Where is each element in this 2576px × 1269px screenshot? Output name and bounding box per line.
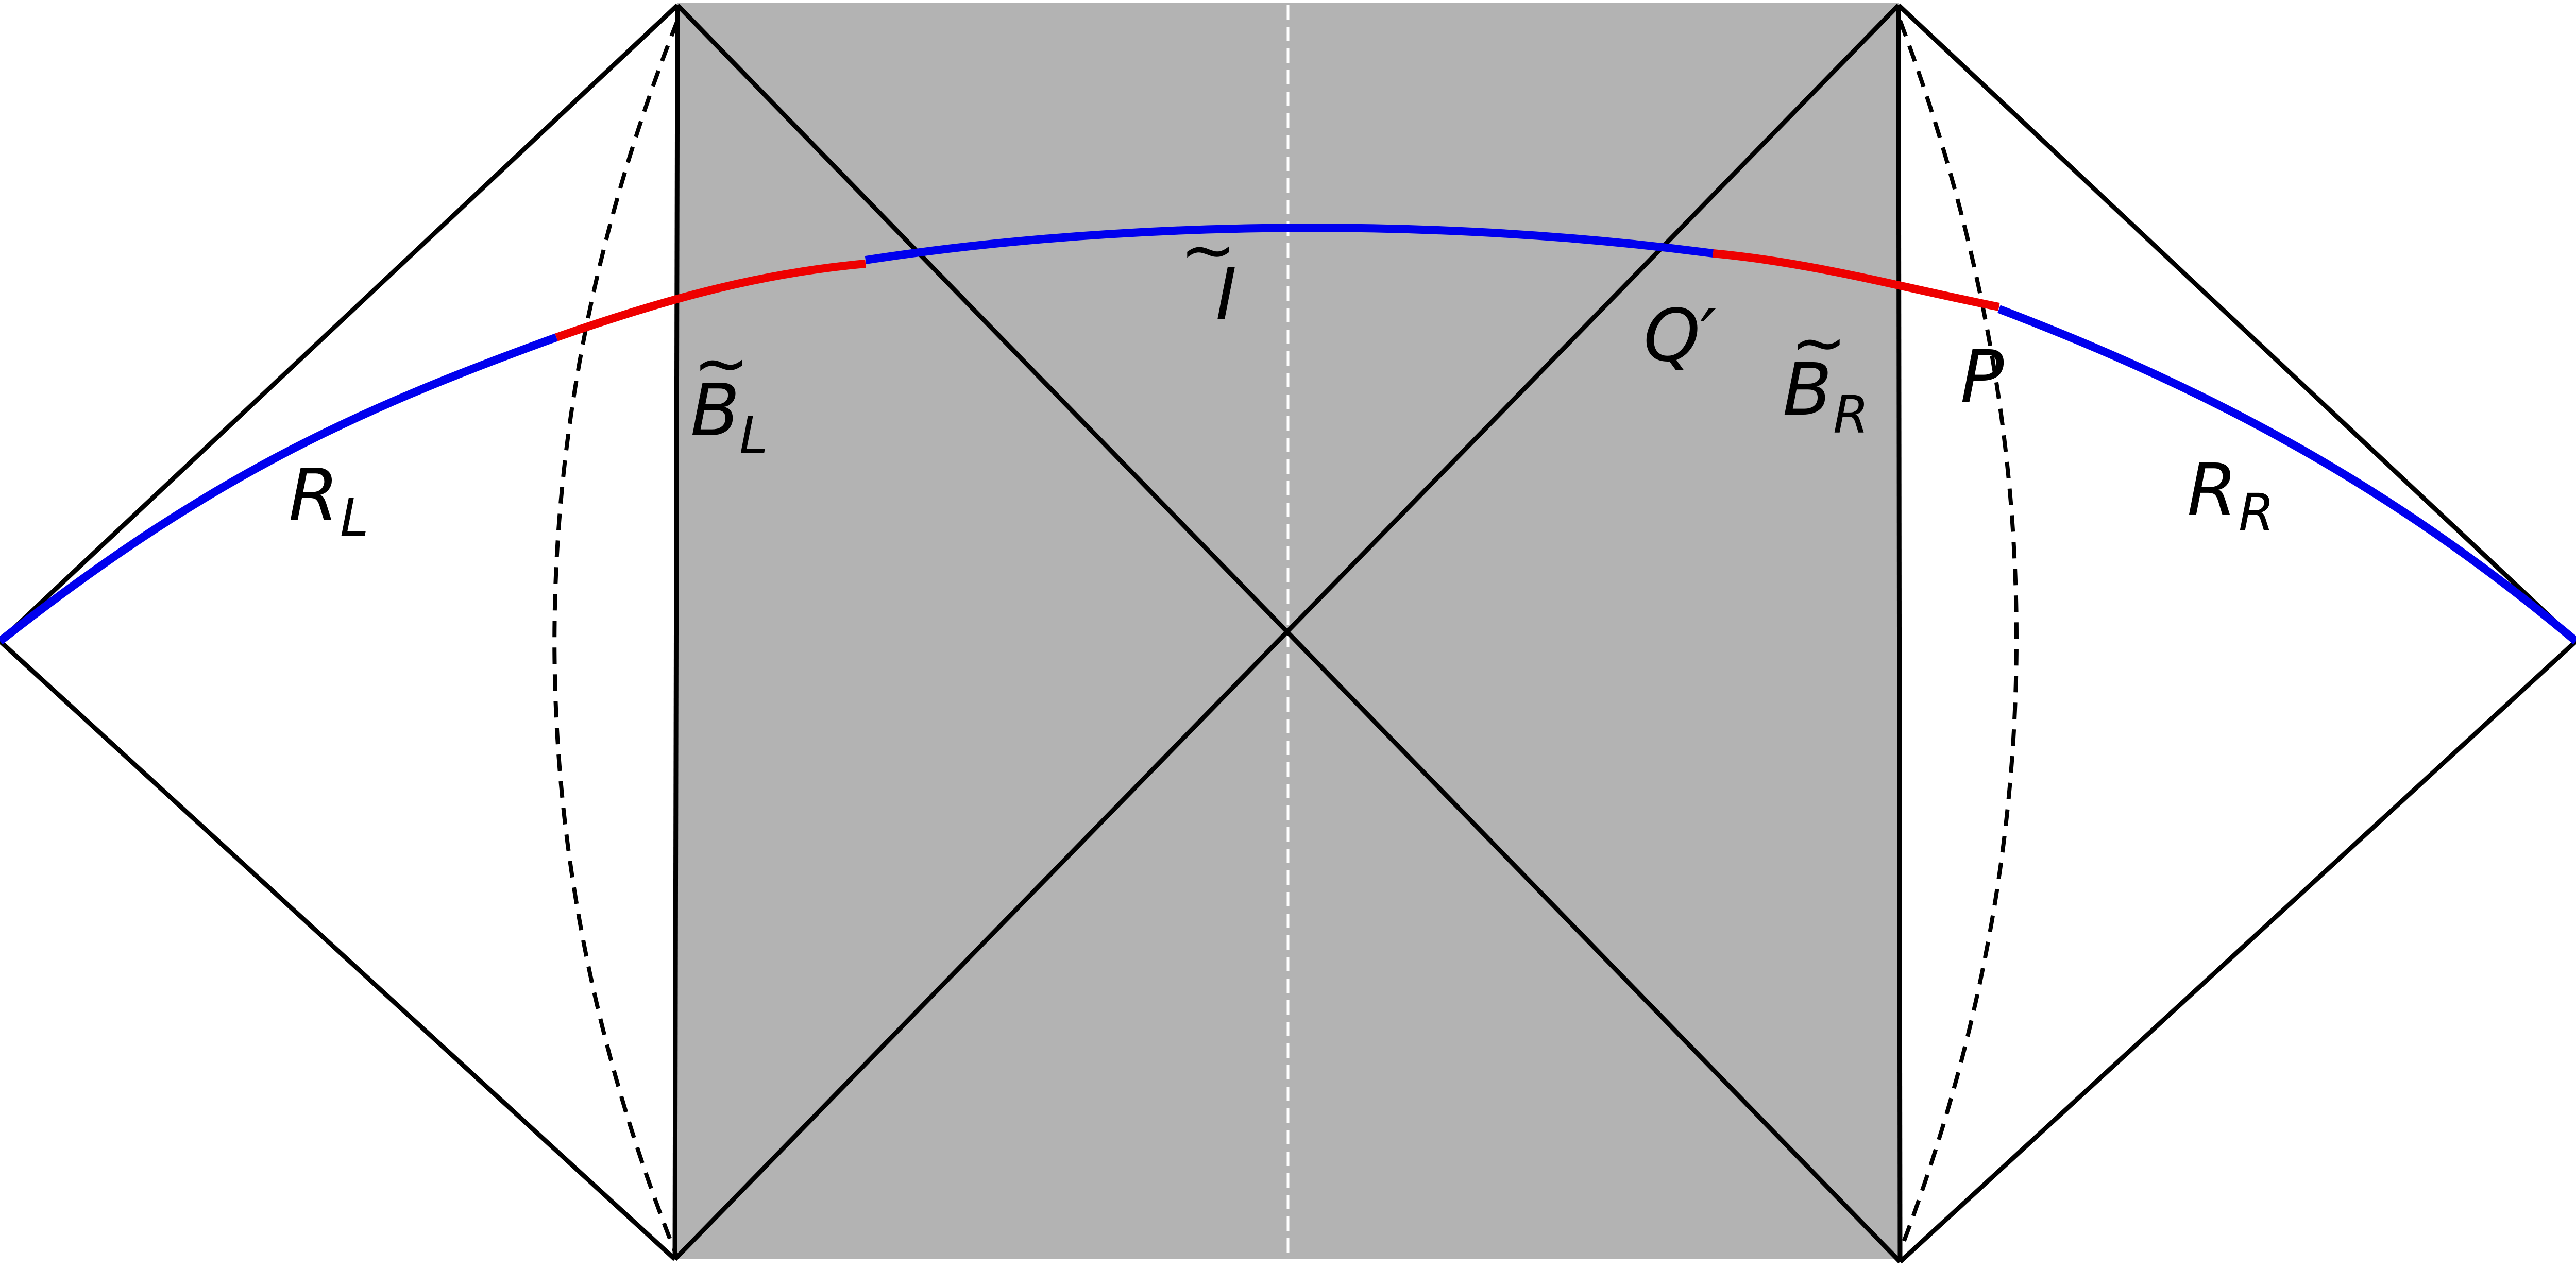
right-wedge-lower-edge [1898, 639, 2576, 1264]
left-wedge-lower-edge [0, 639, 677, 1261]
label-p: P [1960, 335, 2004, 419]
red-curve-right [1713, 249, 2000, 311]
label-r-right: R R [2187, 449, 2274, 543]
label-b-left-base: B [690, 369, 740, 453]
label-b-left: ~ B L [690, 324, 768, 466]
label-b-right: ~ B R [1783, 303, 1869, 445]
label-i-tilde-base: I [1215, 253, 1236, 337]
label-q-prime: Q′ [1643, 294, 1717, 378]
label-b-right-base: B [1783, 348, 1832, 432]
label-r-right-sub: R [2239, 483, 2274, 543]
diagonal-up [673, 3, 1901, 1261]
label-r-left-sub: L [340, 488, 369, 548]
diagonal-down [675, 3, 1902, 1264]
right-wedge-upper-edge [1896, 3, 2576, 643]
red-curve-left [555, 260, 866, 341]
label-i-tilde-accent: ~ [1180, 211, 1236, 289]
label-b-right-sub: R [1833, 385, 1869, 445]
label-i-tilde: ~ I [1180, 211, 1237, 337]
left-dashed-curve [552, 20, 680, 1253]
right-dashed-curve [1898, 20, 2019, 1253]
blue-curve-left [0, 333, 558, 645]
blue-curve-right [1997, 305, 2576, 645]
label-b-left-sub: L [739, 405, 768, 466]
label-b-right-accent: ~ [1791, 303, 1847, 382]
blue-curve-center [865, 224, 1714, 264]
label-r-left: R L [289, 454, 369, 548]
label-b-left-accent: ~ [693, 324, 750, 402]
label-r-left-base: R [289, 454, 338, 538]
left-wedge-upper-edge [0, 3, 680, 643]
left-vertical-boundary [672, 5, 680, 1260]
label-r-right-base: R [2187, 449, 2237, 533]
right-vertical-boundary [1896, 5, 1903, 1262]
